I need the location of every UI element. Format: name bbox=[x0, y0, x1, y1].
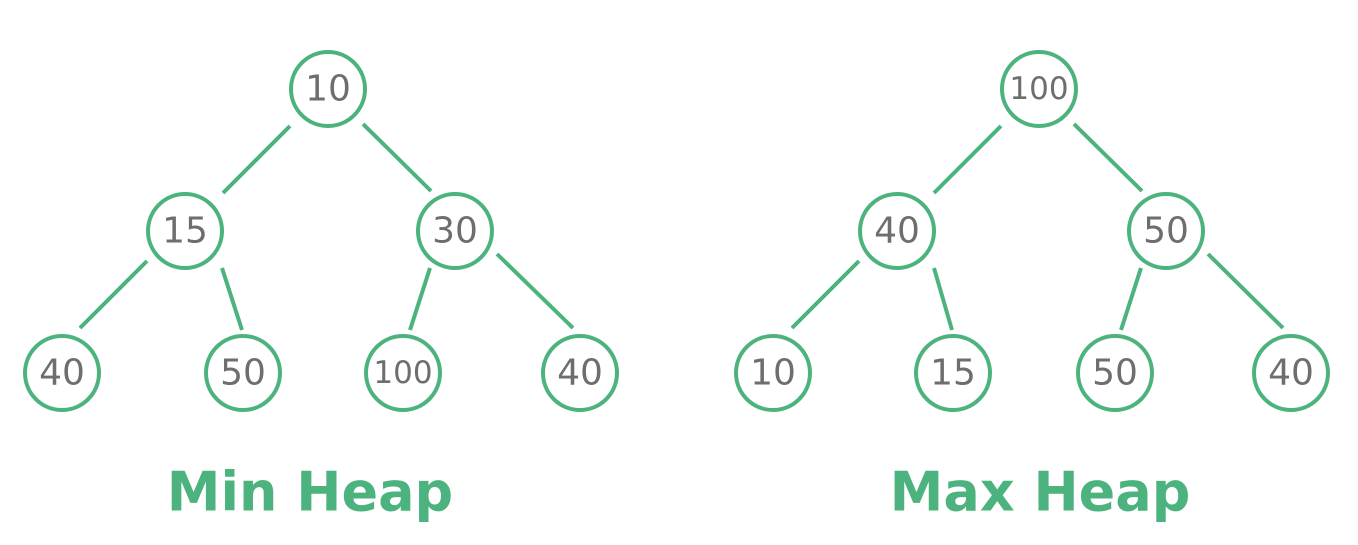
node-label: 100 bbox=[373, 355, 432, 391]
heap-node: 15 bbox=[146, 192, 224, 270]
edge bbox=[1119, 267, 1143, 331]
node-label: 100 bbox=[1009, 71, 1068, 107]
heap-node: 15 bbox=[914, 334, 992, 412]
heap-title: Max Heap bbox=[890, 461, 1191, 524]
heap-node: 10 bbox=[734, 334, 812, 412]
max-heap: 100 40 50 10 15 50 40 Max Heap bbox=[734, 50, 1330, 524]
node-label: 15 bbox=[930, 353, 976, 394]
edge bbox=[78, 259, 149, 330]
heap-node: 40 bbox=[1252, 334, 1330, 412]
heap-node: 10 bbox=[289, 50, 367, 128]
edge bbox=[932, 124, 1003, 195]
edge bbox=[220, 267, 244, 331]
edge bbox=[221, 124, 292, 195]
edge bbox=[495, 252, 575, 330]
edge bbox=[790, 259, 861, 330]
heap-node: 100 bbox=[364, 334, 442, 412]
heap-node: 50 bbox=[1076, 334, 1154, 412]
heap-node: 40 bbox=[858, 192, 936, 270]
node-label: 50 bbox=[1143, 211, 1189, 252]
heap-node: 50 bbox=[1127, 192, 1205, 270]
node-label: 10 bbox=[750, 353, 796, 394]
node-label: 40 bbox=[557, 353, 603, 394]
edge bbox=[932, 267, 954, 331]
node-label: 15 bbox=[162, 211, 208, 252]
node-label: 50 bbox=[220, 353, 266, 394]
edge bbox=[1072, 122, 1144, 193]
heap-node: 30 bbox=[416, 192, 494, 270]
heap-node: 100 bbox=[1000, 50, 1078, 128]
node-label: 40 bbox=[39, 353, 85, 394]
heap-node: 40 bbox=[23, 334, 101, 412]
heap-node: 50 bbox=[204, 334, 282, 412]
node-label: 40 bbox=[874, 211, 920, 252]
edge bbox=[1206, 252, 1285, 330]
min-heap: 10 15 30 40 50 100 40 Min Heap bbox=[23, 50, 619, 524]
edge bbox=[408, 267, 432, 331]
heap-title: Min Heap bbox=[167, 461, 453, 524]
node-label: 10 bbox=[305, 69, 351, 110]
node-label: 40 bbox=[1268, 353, 1314, 394]
node-label: 30 bbox=[432, 211, 478, 252]
node-label: 50 bbox=[1092, 353, 1138, 394]
heap-node: 40 bbox=[541, 334, 619, 412]
edge bbox=[361, 122, 433, 193]
